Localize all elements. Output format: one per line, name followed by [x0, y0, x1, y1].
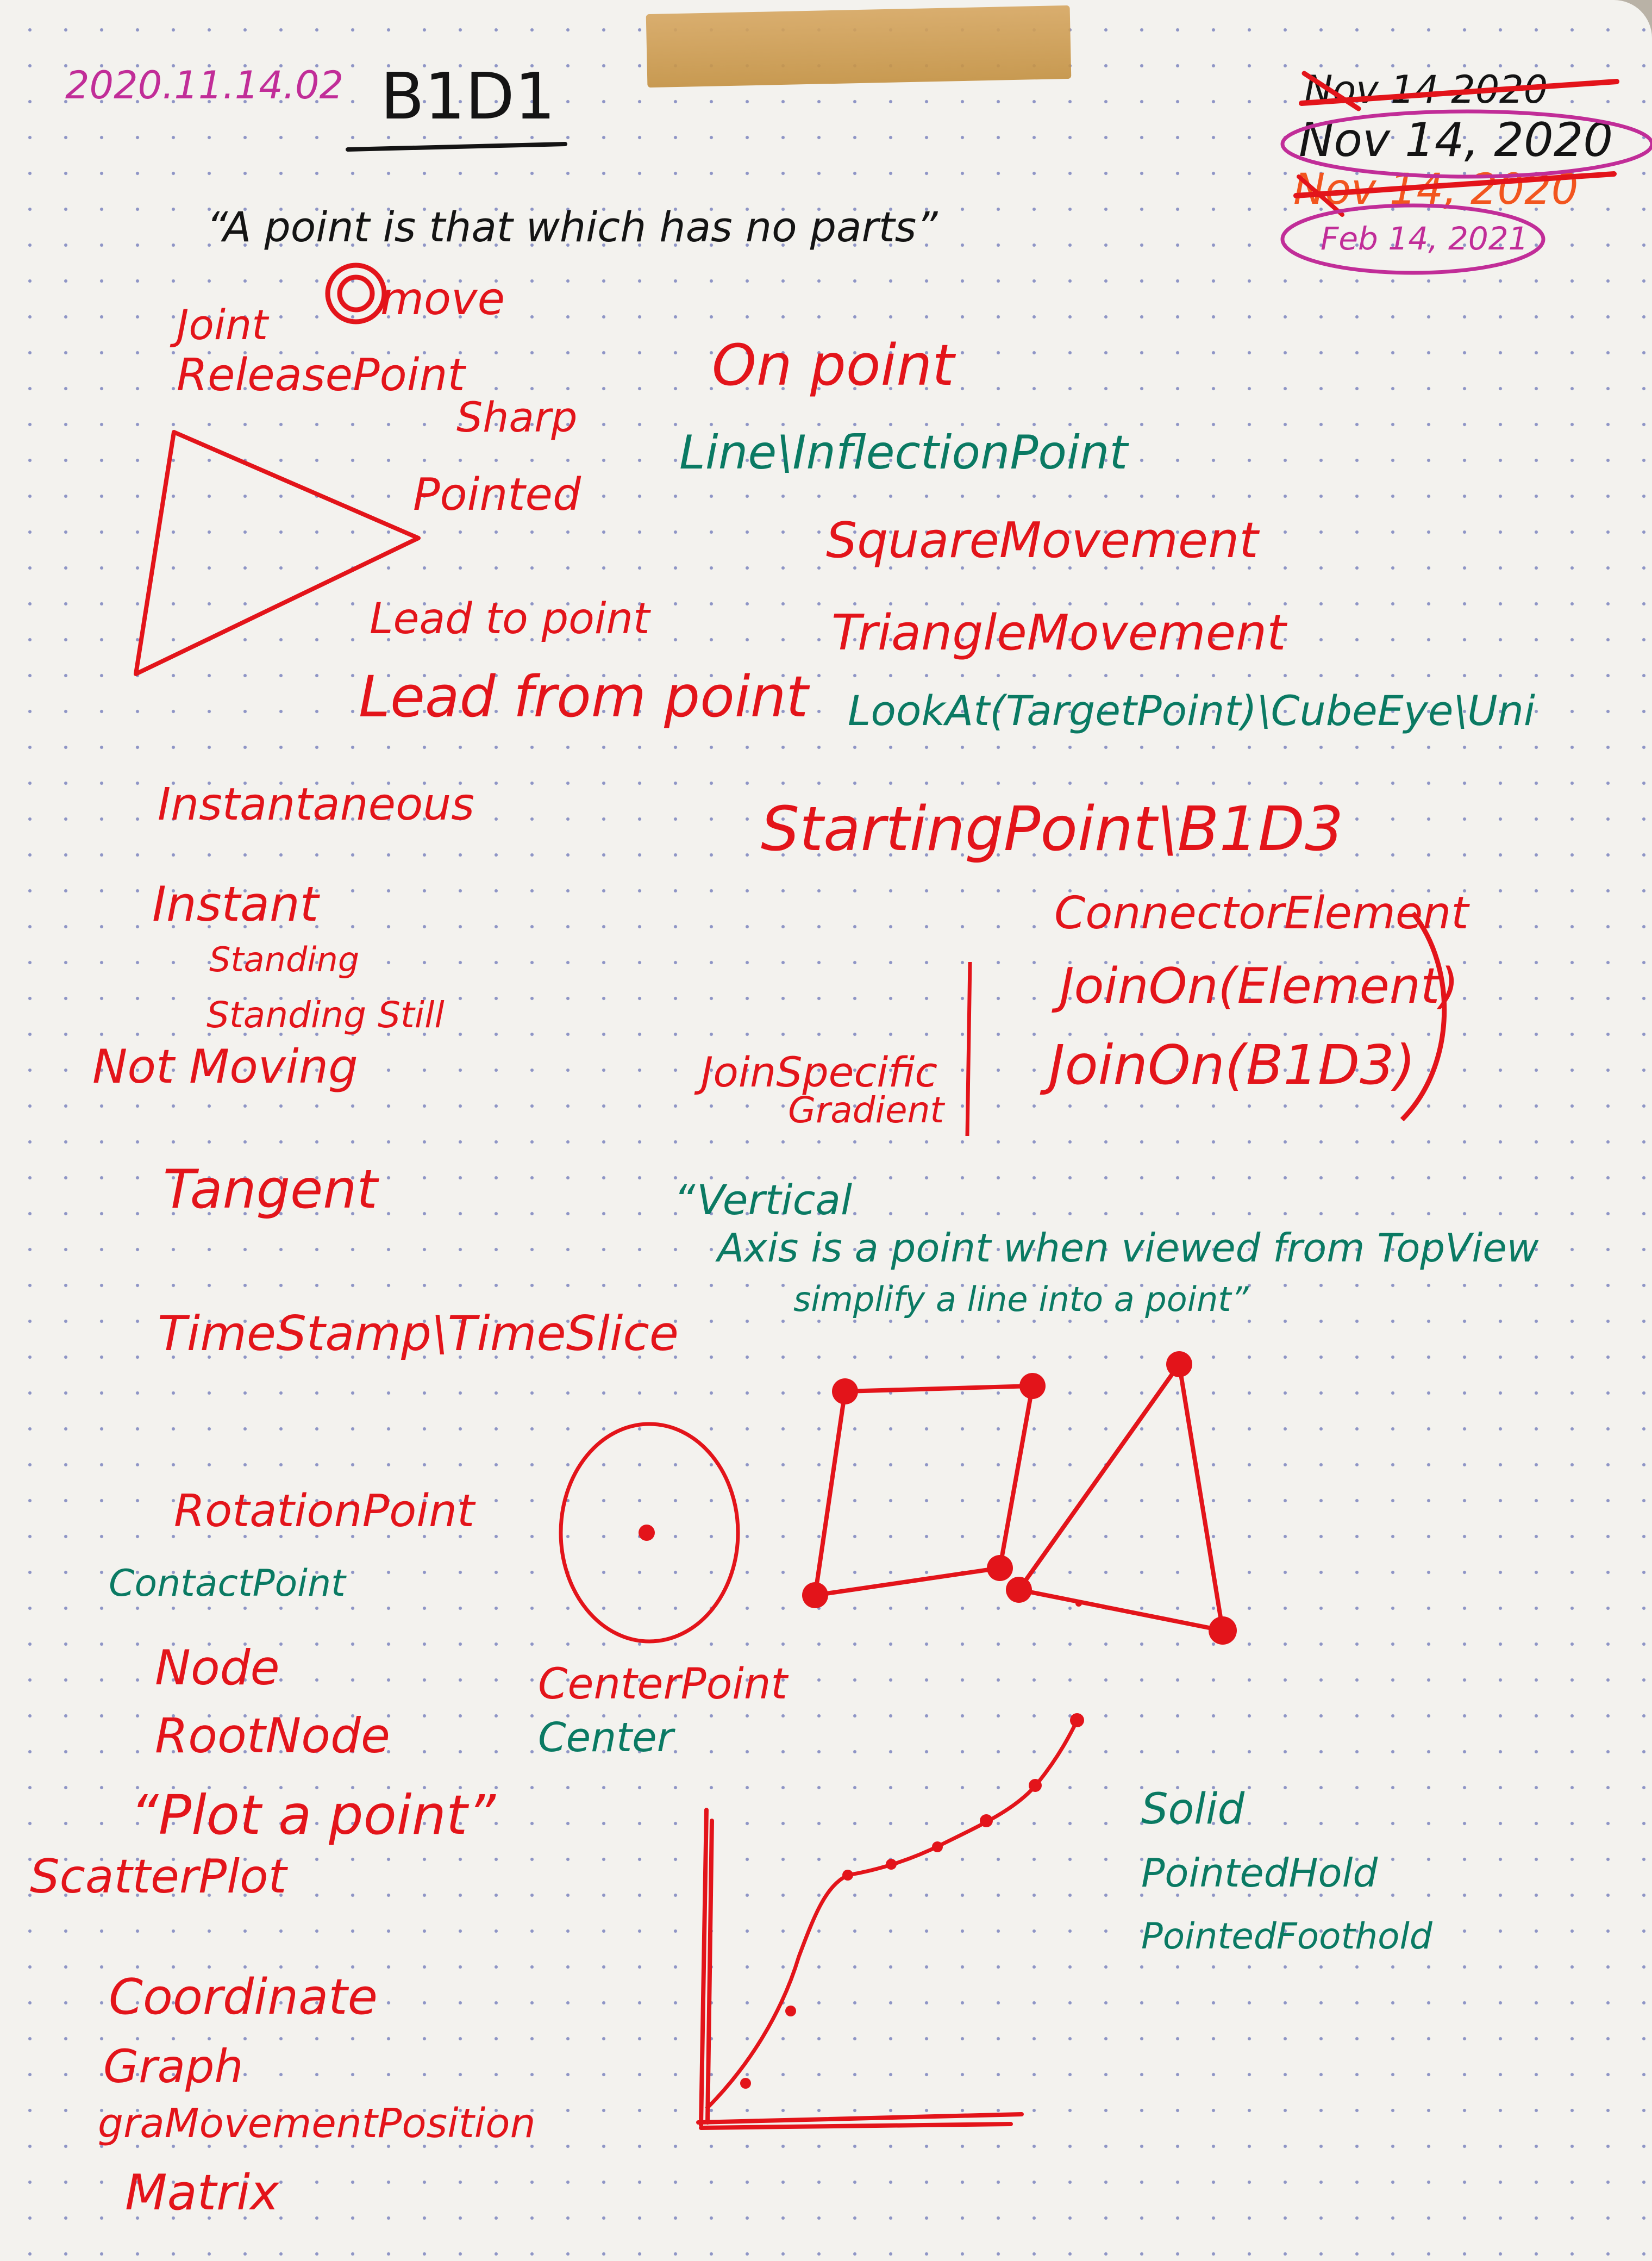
word-connector-element: ConnectorElement — [1054, 888, 1469, 939]
word-joint: Joint — [177, 301, 268, 349]
word-contact-point: ContactPoint — [109, 1562, 346, 1605]
date-crossed-2: Nov 14, 2020 — [1299, 113, 1613, 167]
word-scatter-plot: ScatterPlot — [30, 1850, 287, 1904]
center-point-circle — [559, 1422, 740, 1644]
word-pointed-hold: PointedHold — [1141, 1850, 1378, 1896]
date-stamp: 2020.11.14.02 — [65, 63, 344, 108]
word-lead-from-point: Lead from point — [359, 664, 809, 730]
word-line-inflection: Line\InflectionPoint — [679, 426, 1128, 480]
word-not-moving: Not Moving — [92, 1040, 358, 1094]
word-standing: Standing — [209, 940, 360, 979]
word-timestamp: TimeStamp\TimeSlice — [158, 1306, 679, 1361]
square-sketch-points — [802, 1373, 1046, 1608]
word-vertical: “Vertical — [674, 1176, 853, 1224]
word-join-specific: JoinSpecific — [701, 1048, 938, 1096]
word-center: Center — [538, 1714, 674, 1761]
word-pointed: Pointed — [413, 469, 581, 521]
word-root-node: RootNode — [155, 1708, 390, 1764]
gradient-line — [965, 961, 972, 1136]
graph-sketch-curve — [705, 1716, 1081, 2110]
word-center-point: CenterPoint — [538, 1660, 787, 1709]
triangle-sketch — [1017, 1362, 1225, 1633]
word-movement-position: graMovementPosition — [98, 2100, 536, 2147]
word-join-on-b1d3: JoinOn(B1D3) — [1049, 1033, 1416, 1097]
title-underline — [346, 142, 567, 152]
word-plot-a-point: “Plot a point” — [130, 1783, 496, 1847]
date-strikes — [1280, 71, 1652, 275]
graph-sketch-points — [740, 1713, 1084, 2089]
word-pointed-foothold: PointedFoothold — [1141, 1915, 1432, 1957]
word-instantaneous: Instantaneous — [158, 779, 474, 830]
word-tangent: Tangent — [163, 1159, 378, 1221]
word-standing-still: Standing Still — [206, 994, 445, 1036]
word-simplify: simplify a line into a point” — [793, 1279, 1249, 1319]
word-instant: Instant — [152, 876, 319, 932]
triangle-sketch-points — [1006, 1351, 1237, 1645]
word-sharp: Sharp — [456, 393, 578, 441]
word-square-movement: SquareMovement — [826, 512, 1259, 569]
word-release-point: ReleasePoint — [177, 349, 465, 401]
word-node: Node — [155, 1640, 280, 1696]
word-matrix: Matrix — [125, 2164, 279, 2221]
word-look-at: LookAt(TargetPoint)\CubeEye\Uni — [848, 686, 1536, 735]
word-axis-point: Axis is a point when viewed from TopView — [717, 1225, 1539, 1271]
word-on-point: On point — [712, 332, 955, 398]
join-bracket — [1400, 911, 1447, 1122]
word-lead-to-point: Lead to point — [370, 595, 650, 644]
word-rotation-point: RotationPoint — [174, 1485, 475, 1537]
graph-sketch-axes — [696, 1808, 1024, 2130]
circle-o-mark — [325, 263, 387, 324]
word-triangle-movement: TriangleMovement — [831, 604, 1286, 661]
page-title: B1D1 — [380, 59, 555, 134]
word-move: move — [380, 273, 505, 325]
date-circled: Feb 14, 2021 — [1321, 220, 1529, 257]
word-solid: Solid — [1141, 1785, 1245, 1834]
quote: “A point is that which has no parts” — [206, 203, 938, 251]
word-graph: Graph — [103, 2040, 243, 2093]
word-gradient: Gradient — [788, 1089, 944, 1131]
sharp-triangle — [134, 430, 421, 676]
word-coordinate: Coordinate — [109, 1969, 378, 2026]
word-starting-point: StartingPoint\B1D3 — [761, 794, 1344, 865]
word-join-on-element: JoinOn(Element) — [1060, 958, 1459, 1015]
